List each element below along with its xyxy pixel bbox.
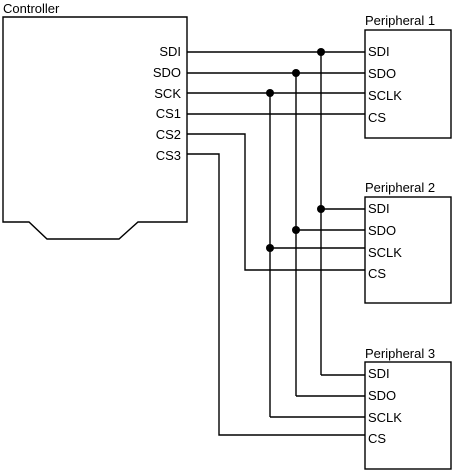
sdi-junction-1	[317, 48, 325, 56]
peripheral-2-pin-cs: CS	[368, 266, 386, 281]
peripheral-1-pin-cs: CS	[368, 110, 386, 125]
peripheral-3-pin-sdo: SDO	[368, 388, 396, 403]
sdo-junction-1	[292, 69, 300, 77]
peripheral-2-pin-sdi: SDI	[368, 201, 390, 216]
peripheral-2-pin-sdo: SDO	[368, 223, 396, 238]
controller-pin-cs2: CS2	[156, 127, 181, 142]
peripheral-3-pin-cs: CS	[368, 431, 386, 446]
cs3-wire	[187, 153, 365, 436]
peripheral-1-pin-sdo: SDO	[368, 66, 396, 81]
peripheral-2-block: Peripheral 2 SDI SDO SCLK CS	[364, 180, 452, 304]
controller-pin-cs1: CS1	[156, 106, 181, 121]
cs2-wire	[187, 133, 365, 271]
peripheral-3-block: Peripheral 3 SDI SDO SCLK CS	[364, 346, 452, 470]
peripheral-3-pin-sclk: SCLK	[368, 410, 402, 425]
peripheral-1-pin-sdi: SDI	[368, 44, 390, 59]
controller-block: Controller SDI SDO SCK CS1 CS2 CS3	[2, 1, 188, 240]
controller-pin-sck: SCK	[154, 86, 181, 101]
sck-bus	[187, 89, 365, 418]
sdi-junction-2	[317, 205, 325, 213]
peripheral-1-outline	[364, 29, 452, 139]
sdi-bus	[187, 48, 365, 376]
sdo-junction-2	[292, 226, 300, 234]
peripheral-3-title: Peripheral 3	[365, 346, 435, 361]
peripheral-2-title: Peripheral 2	[365, 180, 435, 195]
peripheral-1-title: Peripheral 1	[365, 13, 435, 28]
controller-outline	[2, 16, 188, 240]
peripheral-2-pin-sclk: SCLK	[368, 245, 402, 260]
controller-pin-cs3: CS3	[156, 148, 181, 163]
peripheral-1-block: Peripheral 1 SDI SDO SCLK CS	[364, 13, 452, 139]
sck-junction-2	[266, 244, 274, 252]
peripheral-3-outline	[364, 361, 452, 470]
peripheral-3-pin-sdi: SDI	[368, 366, 390, 381]
controller-title: Controller	[3, 1, 60, 16]
peripheral-1-pin-sclk: SCLK	[368, 88, 402, 103]
controller-pin-sdo: SDO	[153, 65, 181, 80]
sck-junction-1	[266, 89, 274, 97]
controller-pin-sdi: SDI	[159, 44, 181, 59]
sdo-bus	[187, 69, 365, 397]
peripheral-2-outline	[364, 196, 452, 304]
